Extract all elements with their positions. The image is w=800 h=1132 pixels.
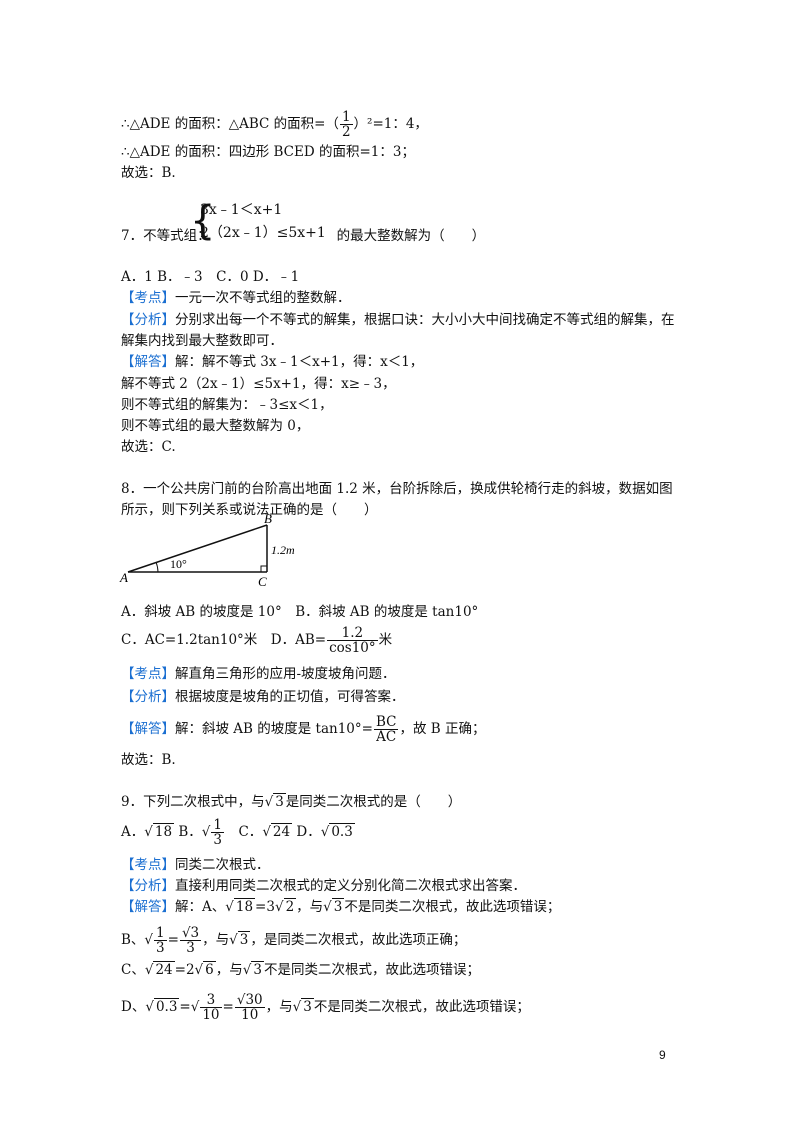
fenxi: 【分析】分别求出每一个不等式的解集，根据口诀：大小小大中间找确定不等式组的解集，… <box>121 312 675 328</box>
brace: { <box>190 198 216 244</box>
text-line: 故选：B. <box>121 165 176 181</box>
question-8-line-1: 8．一个公共房门前的台阶高出地面 1.2 米，台阶拆除后，换成供轮椅行走的斜坡，… <box>121 481 673 497</box>
inequality-2: 2（2x﹣1）≤5x+1 <box>200 225 326 241</box>
text-line: ∴△ADE 的面积：四边形 BCED 的面积=1：3； <box>121 144 415 160</box>
slope-figure: A B C 10° 1.2m <box>119 512 295 588</box>
kaodian: 【考点】同类二次根式． <box>121 857 270 873</box>
options-ab: A．斜坡 AB 的坡度是 10° B．斜坡 AB 的坡度是 tan10° <box>121 604 479 620</box>
slope-line <box>127 524 268 573</box>
label-c: C <box>258 574 267 588</box>
label-height: 1.2m <box>271 543 295 557</box>
question-8-line-2: 所示，则下列关系或说法正确的是（ ） <box>121 502 378 518</box>
label-angle: 10° <box>170 557 187 571</box>
jieda: 【解答】解：解不等式 3x﹣1＜x+1，得：x＜1， <box>121 354 424 370</box>
kaodian: 【考点】一元一次不等式组的整数解． <box>121 290 351 306</box>
kaodian: 【考点】解直角三角形的应用-坡度坡角问题． <box>121 666 396 682</box>
fenxi: 【分析】直接利用同类二次根式的定义分别化简二次根式求出答案． <box>121 878 526 894</box>
label-b: B <box>264 512 272 526</box>
answer: 故选：C. <box>121 439 176 455</box>
options: A．1 B．﹣3 C．0 D．﹣1 <box>121 269 300 285</box>
jieda-3: 则不等式组的解集为：﹣3≤x＜1， <box>121 397 333 413</box>
label-a: A <box>119 570 128 585</box>
jieda-4: 则不等式组的最大整数解为 0， <box>121 418 310 434</box>
question-7: 7．不等式组：的最大整数解为（ ） <box>121 228 486 244</box>
angle-arc <box>155 561 159 573</box>
fenxi: 【分析】根据坡度是坡角的正切值，可得答案． <box>121 689 405 705</box>
inequality-system: 3x﹣1＜x+1 2（2x﹣1）≤5x+1 <box>200 199 326 245</box>
inequality-1: 3x﹣1＜x+1 <box>200 202 283 218</box>
answer: 故选：B. <box>121 752 176 768</box>
right-angle-mark <box>260 565 267 572</box>
jieda-2: 解不等式 2（2x﹣1）≤5x+1，得：x≥﹣3， <box>121 376 396 392</box>
fenxi-cont: 解集内找到最大整数即可． <box>121 333 283 349</box>
page-number: 9 <box>659 1048 666 1062</box>
